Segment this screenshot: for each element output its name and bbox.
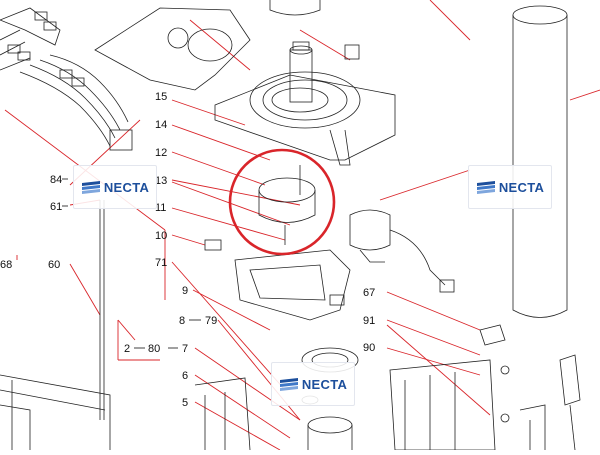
callout-67: 67 xyxy=(363,287,375,299)
callout-84: 84 xyxy=(50,174,62,186)
necta-watermark-left: NECTA xyxy=(73,165,157,209)
callout-68: 68 xyxy=(0,259,12,271)
callout-90: 90 xyxy=(363,342,375,354)
callout-7: 7 xyxy=(182,343,188,355)
callout-14: 14 xyxy=(155,119,167,131)
necta-logo-icon xyxy=(81,181,100,194)
label-dashes xyxy=(62,178,201,349)
necta-logo-icon xyxy=(476,181,495,194)
necta-logo-icon xyxy=(279,378,298,391)
callout-79: 79 xyxy=(205,315,217,327)
callout-80: 80 xyxy=(148,343,160,355)
callout-6: 6 xyxy=(182,370,188,382)
callout-5: 5 xyxy=(182,397,188,409)
watermark-text: NECTA xyxy=(301,376,348,392)
necta-watermark-right: NECTA xyxy=(468,165,552,209)
callout-9: 9 xyxy=(182,285,188,297)
callout-labels: 84 61 68 60 15 14 12 13 11 10 71 9 8 79 … xyxy=(0,91,375,409)
callout-61: 61 xyxy=(50,201,62,213)
callout-2: 2 xyxy=(124,343,130,355)
callout-91: 91 xyxy=(363,315,375,327)
watermark-text: NECTA xyxy=(498,179,545,195)
necta-watermark-bottom: NECTA xyxy=(271,362,355,406)
callout-15: 15 xyxy=(155,91,167,103)
callout-60: 60 xyxy=(48,259,60,271)
callout-10: 10 xyxy=(155,230,167,242)
callout-12: 12 xyxy=(155,147,167,159)
callout-8: 8 xyxy=(179,315,185,327)
callout-13: 13 xyxy=(155,175,167,187)
callout-11: 11 xyxy=(155,202,166,214)
highlight-circle xyxy=(228,148,336,256)
line-art xyxy=(0,0,581,451)
watermark-text: NECTA xyxy=(103,179,150,195)
callout-71: 71 xyxy=(155,257,167,269)
